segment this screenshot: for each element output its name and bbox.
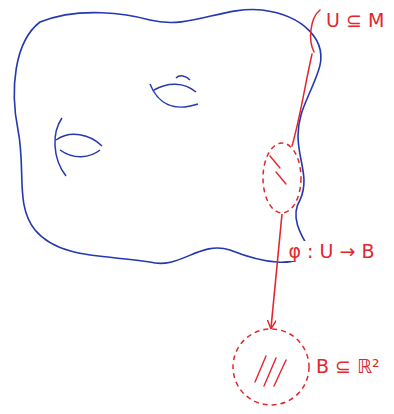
map-arrow bbox=[271, 214, 282, 328]
dashed-region bbox=[262, 142, 302, 214]
target-disk: B ⊆ ℝ² bbox=[232, 328, 310, 406]
map-label: φ : U → B bbox=[287, 241, 377, 262]
chart-domain: U ⊆ M bbox=[262, 142, 302, 214]
set-label: U ⊆ M bbox=[326, 10, 384, 31]
surface-outline bbox=[14, 10, 320, 264]
set-label: B ⊆ ℝ² bbox=[316, 356, 380, 377]
leader-line bbox=[292, 54, 312, 146]
leader-bracket bbox=[311, 10, 320, 52]
dashed-disk bbox=[232, 328, 310, 406]
left-hole bbox=[55, 118, 102, 176]
outline bbox=[263, 143, 301, 213]
region-hatching bbox=[255, 156, 286, 386]
right-hole bbox=[150, 76, 198, 107]
outline bbox=[233, 329, 309, 405]
